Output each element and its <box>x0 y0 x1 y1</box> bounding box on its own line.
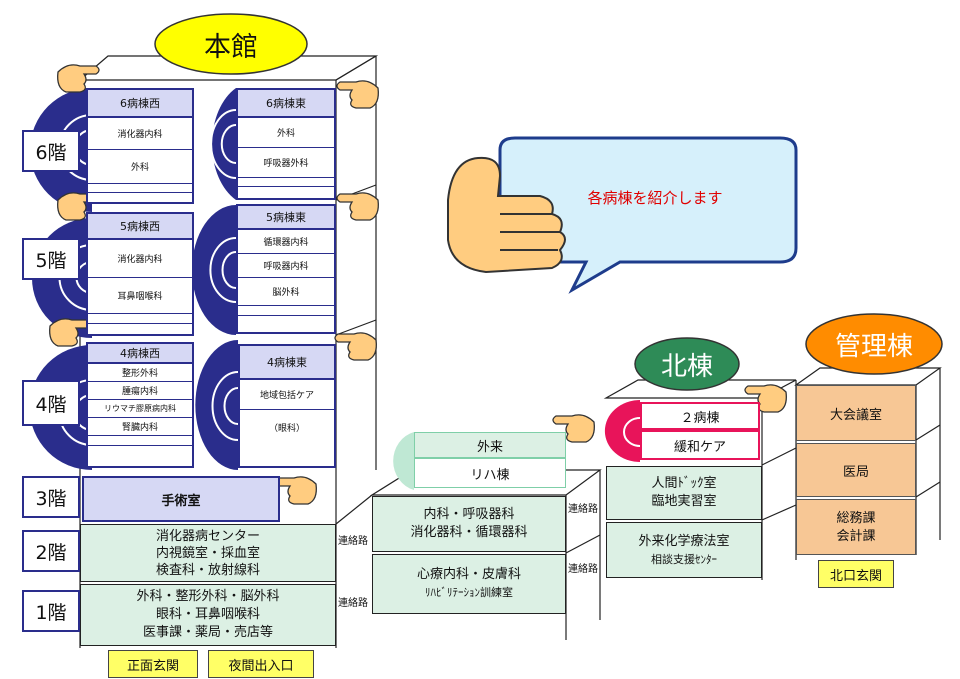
thumbs-up-hand-icon <box>447 156 566 274</box>
medical-office[interactable]: 医局 <box>796 443 916 497</box>
north-entrance[interactable]: 北口玄関 <box>818 560 894 588</box>
floor-3-label[interactable]: 3階 <box>22 476 80 518</box>
ward-6-east-room-1: 外科 <box>238 118 334 148</box>
main-floor-2[interactable]: 消化器病センター 内視鏡室・採血室 検査科・放射線科 <box>80 524 336 582</box>
floor-2-label[interactable]: 2階 <box>22 530 80 572</box>
ward-4-west-room-4: 腎臓内科 <box>88 418 192 436</box>
ward-divider <box>88 318 192 324</box>
floor-6-label[interactable]: 6階 <box>22 130 80 172</box>
ward-6-east-header: 6病棟東 <box>236 88 336 118</box>
outpatient-floor-2-line-1: 内科・呼吸器科 <box>423 507 515 522</box>
connector-label-2f-main: 連絡路 <box>338 536 368 547</box>
connector-label-1f-out: 連絡路 <box>568 564 598 575</box>
ward-5-east-room-1: 循環器内科 <box>238 230 334 254</box>
ward-2[interactable]: ２病棟 <box>640 402 760 430</box>
ward-6-west-header: 6病棟西 <box>86 88 194 118</box>
north-floor-1-line-2: 相談支援ｾﾝﾀｰ <box>651 553 717 566</box>
ward-4-west-room-1: 整形外科 <box>88 364 192 382</box>
main-floor-1[interactable]: 外科・整形外科・脳外科 眼科・耳鼻咽喉科 医事課・薬局・売店等 <box>80 584 336 646</box>
ward-divider <box>88 187 192 193</box>
general-affairs[interactable]: 総務課 会計課 <box>796 499 916 555</box>
ward-5-east[interactable]: 5病棟東 循環器内科 呼吸器内科 脳外科 <box>236 204 336 334</box>
ward-4-west-header: 4病棟西 <box>86 342 194 364</box>
north-ward-decor <box>604 400 640 462</box>
connector-label-1f-main: 連絡路 <box>338 598 368 609</box>
kanri-oval <box>805 313 943 375</box>
speech-text: 各病棟を紹介します <box>587 188 723 207</box>
north-floor-1[interactable]: 外来化学療法室 相談支援ｾﾝﾀｰ <box>606 522 762 578</box>
east-ward-decor <box>191 88 238 470</box>
ward-6-east[interactable]: 6病棟東 外科 呼吸器外科 <box>236 88 336 200</box>
front-entrance[interactable]: 正面玄関 <box>108 650 198 678</box>
ward-5-west-header: 5病棟西 <box>86 212 194 240</box>
north-floor-2-line-2: 臨地実習室 <box>651 494 717 509</box>
ward-4-east-room-1: 地域包括ケア <box>240 380 334 410</box>
outpatient-floor-1-line-1: 心療内科・皮膚科 <box>416 567 521 582</box>
ward-6-west-room-2: 外科 <box>88 150 192 184</box>
outpatient-floor-1-line-2: ﾘﾊﾋﾞﾘﾃｰｼｮﾝ訓練室 <box>425 586 513 599</box>
ward-5-east-room-3: 脳外科 <box>238 278 334 306</box>
ward-4-east[interactable]: 4病棟東 地域包括ケア （眼科） <box>238 344 336 468</box>
floor-1-label[interactable]: 1階 <box>22 590 80 632</box>
main-floor-1-line-2: 眼科・耳鼻咽喉科 <box>155 607 260 622</box>
outpatient-header[interactable]: 外来 <box>414 432 566 458</box>
rehab-building[interactable]: リハ棟 <box>414 458 566 488</box>
ward-5-west[interactable]: 5病棟西 消化器内科 耳鼻咽喉科 <box>86 212 194 336</box>
outpatient-floor-2-line-2: 消化器科・循環器科 <box>410 525 528 540</box>
ward-6-west-room-1: 消化器内科 <box>88 118 192 150</box>
kanri-title: 管理棟 <box>834 331 913 362</box>
ward-4-east-header: 4病棟東 <box>238 344 336 380</box>
north-floor-2[interactable]: 人間ﾄﾞｯｸ室 臨地実習室 <box>606 466 762 520</box>
ward-4-west[interactable]: 4病棟西 整形外科 腫瘍内科 リウマチ膠原病内科 腎臓内科 <box>86 342 194 468</box>
honkan-title: 本館 <box>204 31 258 63</box>
ward-4-west-room-3: リウマチ膠原病内科 <box>88 400 192 418</box>
ward-divider <box>88 440 192 446</box>
kita-oval <box>634 337 740 391</box>
palliative-care[interactable]: 緩和ケア <box>640 430 760 460</box>
floor-4-label[interactable]: 4階 <box>22 380 80 426</box>
ward-5-west-room-1: 消化器内科 <box>88 240 192 278</box>
ward-6-east-room-2: 呼吸器外科 <box>238 148 334 178</box>
ward-5-west-room-2: 耳鼻咽喉科 <box>88 278 192 314</box>
large-meeting-room[interactable]: 大会議室 <box>796 385 916 441</box>
floor-5-label[interactable]: 5階 <box>22 238 80 280</box>
surgery-room[interactable]: 手術室 <box>82 476 280 522</box>
ward-4-east-room-2: （眼科） <box>268 423 305 434</box>
ward-divider <box>238 310 334 316</box>
ward-6-west[interactable]: 6病棟西 消化器内科 外科 <box>86 88 194 204</box>
ward-divider <box>238 181 334 187</box>
general-affairs-line-2: 会計課 <box>836 529 876 544</box>
general-affairs-line-1: 総務課 <box>836 511 876 526</box>
north-floor-2-line-1: 人間ﾄﾞｯｸ室 <box>651 476 717 491</box>
outpatient-decor <box>393 432 414 490</box>
outpatient-floor-2[interactable]: 内科・呼吸器科 消化器科・循環器科 <box>372 496 566 552</box>
main-floor-2-line-3: 検査科・放射線科 <box>155 563 260 578</box>
connector-label-2f-out: 連絡路 <box>568 504 598 515</box>
pointing-hand-icons <box>49 64 787 505</box>
outpatient-floor-1[interactable]: 心療内科・皮膚科 ﾘﾊﾋﾞﾘﾃｰｼｮﾝ訓練室 <box>372 554 566 614</box>
main-floor-2-line-1: 消化器病センター <box>155 529 260 544</box>
honkan-oval <box>154 13 308 75</box>
main-floor-2-line-2: 内視鏡室・採血室 <box>155 546 260 561</box>
main-floor-1-line-1: 外科・整形外科・脳外科 <box>136 589 280 604</box>
main-floor-1-line-3: 医事課・薬局・売店等 <box>142 625 273 640</box>
night-entrance[interactable]: 夜間出入口 <box>208 650 314 678</box>
north-floor-1-line-1: 外来化学療法室 <box>638 534 730 549</box>
ward-5-east-header: 5病棟東 <box>236 204 336 230</box>
ward-4-west-room-2: 腫瘍内科 <box>88 382 192 400</box>
kita-title: 北棟 <box>660 351 713 382</box>
ward-5-east-room-2: 呼吸器内科 <box>238 254 334 278</box>
